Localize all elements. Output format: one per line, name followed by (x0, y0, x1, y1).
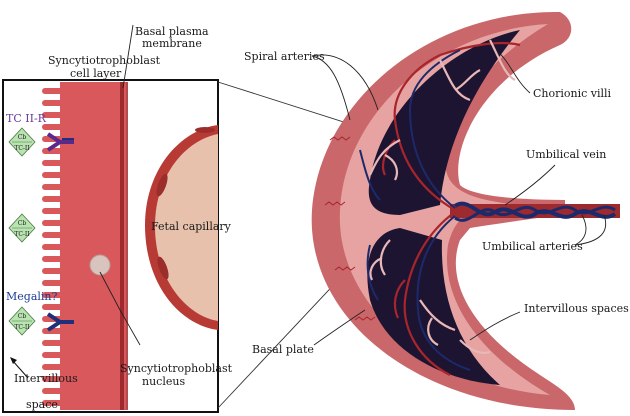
tc2r-label: TC II-R (6, 112, 47, 125)
tc2-label: TC-II (14, 145, 30, 152)
syncytiotrophoblast-layer-label-2: cell layer (70, 67, 122, 80)
syncytiotrophoblast-nucleus-label: Syncytiotrophoblast (120, 362, 233, 375)
spiral-arteries-leader (312, 56, 350, 120)
fetal-capillary-label: Fetal capillary (151, 220, 232, 233)
microvillus (42, 172, 64, 178)
tc2-label: TC-II (14, 324, 30, 331)
microvillus (42, 256, 64, 262)
cb-label: Cb (18, 134, 27, 141)
tc2-label: TC-II (14, 231, 30, 238)
microvillus (42, 340, 64, 346)
microvillus (42, 304, 64, 310)
microvillus (42, 280, 64, 286)
microvillus (42, 388, 64, 394)
intervillous-spaces-label: Intervillous spaces (524, 302, 629, 315)
microvillus (42, 184, 64, 190)
microvillus (42, 268, 64, 274)
intervillous-space-label: Intervillous (14, 372, 78, 385)
basal-plasma-membrane (120, 82, 124, 410)
microvillus (42, 220, 64, 226)
syncytiotrophoblast-layer-label: Syncytiotrophoblast (48, 54, 161, 67)
basal-plasma-membrane-label-2: membrane (142, 37, 202, 50)
umbilical-vein-label: Umbilical vein (526, 148, 606, 161)
microvillus (42, 352, 64, 358)
syncytiotrophoblast-layer (60, 82, 128, 410)
microvillus (42, 88, 64, 94)
chorionic-villi-label: Chorionic villi (533, 87, 612, 100)
syncytiotrophoblast-nucleus-label-2: nucleus (142, 375, 185, 388)
intervillous-space-label-2: space (26, 398, 58, 411)
microvillus (42, 100, 64, 106)
microvillus (42, 232, 64, 238)
microvillus (42, 160, 64, 166)
cb-label: Cb (18, 313, 27, 320)
basal-membrane-inner (126, 82, 128, 410)
microvillus (42, 196, 64, 202)
cb-label: Cb (18, 220, 27, 227)
basal-plate-label: Basal plate (252, 343, 314, 356)
placenta (312, 12, 620, 410)
endothelial-nucleus (195, 127, 215, 133)
megalin-label: Megalin? (6, 290, 57, 303)
microvillus (42, 244, 64, 250)
microvillus (42, 364, 64, 370)
microvillus (42, 208, 64, 214)
umbilical-arteries-label: Umbilical arteries (482, 240, 583, 253)
